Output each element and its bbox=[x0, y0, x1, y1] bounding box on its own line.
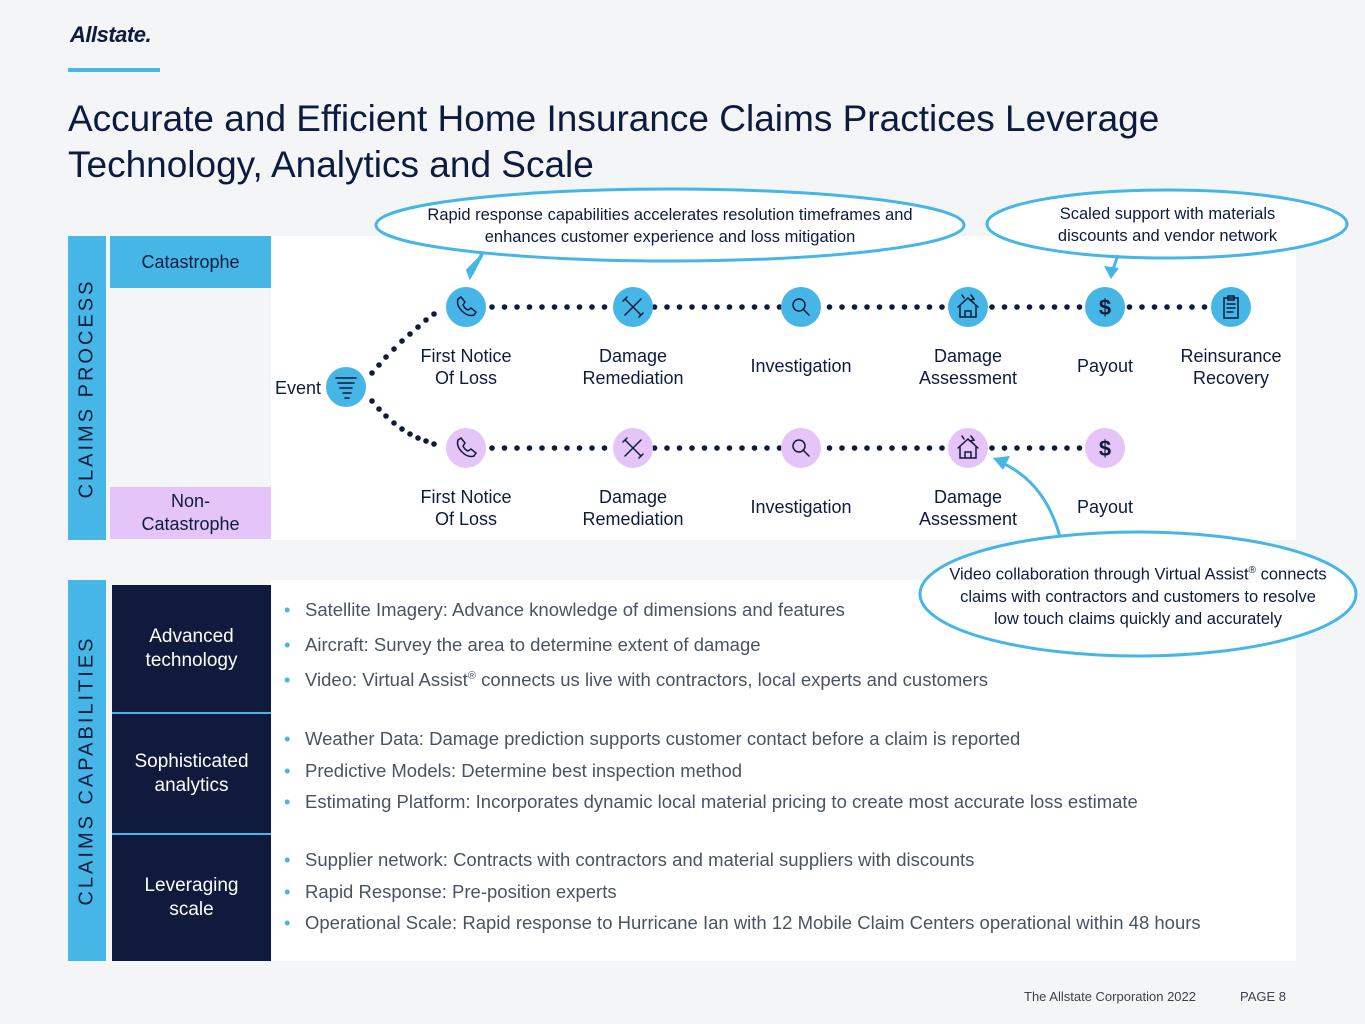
leveraging-scale-bullets: Supplier network: Contracts with contrac… bbox=[284, 849, 1201, 944]
sophisticated-analytics-tag: Sophisticated analytics bbox=[112, 714, 271, 833]
logo-underline bbox=[68, 68, 160, 72]
step-label-line: Assessment bbox=[918, 509, 1018, 529]
step-label-line: Damage bbox=[933, 346, 1003, 366]
scaled-support-callout-bubble bbox=[985, 188, 1349, 260]
svg-text:$: $ bbox=[1099, 295, 1111, 320]
sophisticated-analytics-bullets: Weather Data: Damage prediction supports… bbox=[284, 728, 1138, 823]
list-item: Satellite Imagery: Advance knowledge of … bbox=[284, 599, 988, 634]
video-callout-rest: connects claims with contractors and cus… bbox=[960, 565, 1327, 628]
claims-process-panel bbox=[271, 236, 1296, 540]
tools-icon bbox=[622, 296, 644, 318]
advanced-technology-tag: Advanced technology bbox=[112, 585, 271, 712]
registered-mark: ® bbox=[467, 669, 476, 682]
step-label-line: Recovery bbox=[1192, 368, 1270, 388]
step-label-line: Remediation bbox=[582, 509, 684, 529]
rapid-response-callout-bubble bbox=[374, 187, 966, 263]
event-label: Event bbox=[274, 378, 322, 398]
capability-divider bbox=[112, 833, 271, 835]
list-item: Supplier network: Contracts with contrac… bbox=[284, 849, 1201, 881]
claims-capabilities-label: CLAIMS CAPABILITIES bbox=[75, 635, 98, 906]
step-label-line: Of Loss bbox=[434, 509, 498, 529]
video-bullet-suffix: connects us live with contractors, local… bbox=[475, 669, 988, 690]
leveraging-scale-tag: Leveraging scale bbox=[112, 835, 271, 961]
step-label-line: Reinsurance bbox=[1180, 346, 1282, 366]
damaged-house-icon bbox=[957, 435, 979, 459]
step-label-line: First Notice bbox=[420, 487, 512, 507]
list-item: Rapid Response: Pre-position experts bbox=[284, 881, 1201, 913]
step-label-line: First Notice bbox=[420, 346, 512, 366]
catastrophe-step-node bbox=[948, 287, 988, 327]
non-catastrophe-step-node bbox=[446, 428, 486, 468]
list-item: Estimating Platform: Incorporates dynami… bbox=[284, 791, 1138, 823]
video-callout-bubble bbox=[918, 530, 1358, 658]
dollar-icon: $ bbox=[1099, 436, 1111, 461]
tools-icon bbox=[622, 437, 644, 459]
phone-icon bbox=[456, 436, 478, 458]
catastrophe-step-node bbox=[446, 287, 486, 327]
page-title: Accurate and Efficient Home Insurance Cl… bbox=[68, 98, 1160, 185]
catastrophe-step-node: $ bbox=[1085, 287, 1125, 327]
registered-mark: ® bbox=[1248, 565, 1257, 576]
step-label-line: Damage bbox=[598, 487, 668, 507]
phone-icon bbox=[456, 295, 478, 317]
catastrophe-step-node bbox=[613, 287, 653, 327]
video-callout-text: Video collaboration through Virtual Assi… bbox=[948, 560, 1328, 630]
non-catastrophe-step-node: $ bbox=[1085, 428, 1125, 468]
claims-process-sidebar: CLAIMS PROCESS bbox=[68, 236, 106, 540]
non-catastrophe-step-label: Payout bbox=[1076, 497, 1134, 517]
catastrophe-step-label: Investigation bbox=[750, 356, 852, 376]
allstate-logo: Allstate. bbox=[70, 22, 152, 47]
list-item: Video: Virtual Assist® connects us live … bbox=[284, 669, 988, 704]
tornado-icon bbox=[335, 377, 357, 399]
clipboard-icon bbox=[1223, 295, 1239, 319]
step-label-line: Of Loss bbox=[434, 368, 498, 388]
video-callout-bubble-svg bbox=[918, 530, 1358, 658]
rapid-response-callout-text: Rapid response capabilities accelerates … bbox=[427, 206, 913, 246]
damaged-house-icon bbox=[957, 294, 979, 318]
catastrophe-step-label: Payout bbox=[1076, 356, 1134, 376]
non-catastrophe-step-label: Investigation bbox=[750, 497, 852, 517]
video-callout-pointer bbox=[999, 460, 1062, 538]
magnifier-icon bbox=[792, 298, 810, 316]
capability-divider bbox=[112, 712, 271, 714]
claims-process-diagram: $ $ bbox=[326, 187, 1349, 538]
event-node bbox=[326, 367, 366, 407]
list-item: Predictive Models: Determine best inspec… bbox=[284, 760, 1138, 792]
list-item: Operational Scale: Rapid response to Hur… bbox=[284, 912, 1201, 944]
footer-page-number: PAGE 8 bbox=[1240, 989, 1287, 1004]
footer-corporation: The Allstate Corporation 2022 bbox=[1024, 989, 1196, 1004]
non-catastrophe-step-node bbox=[948, 428, 988, 468]
step-label-line: Damage bbox=[598, 346, 668, 366]
non-catastrophe-tag: Non-Catastrophe bbox=[110, 487, 271, 539]
step-label-line: Damage bbox=[933, 487, 1003, 507]
event-branch-lines bbox=[369, 311, 437, 447]
scaled-support-callout-text: Scaled support with materials discounts … bbox=[1057, 205, 1278, 245]
claims-capabilities-sidebar: CLAIMS CAPABILITIES bbox=[68, 580, 106, 961]
non-catastrophe-step-node bbox=[613, 428, 653, 468]
list-item: Weather Data: Damage prediction supports… bbox=[284, 728, 1138, 760]
step-label-line: Assessment bbox=[918, 368, 1018, 388]
video-callout-line1: Video collaboration through Virtual Assi… bbox=[949, 565, 1249, 584]
list-item: Aircraft: Survey the area to determine e… bbox=[284, 634, 988, 669]
advanced-technology-bullets: Satellite Imagery: Advance knowledge of … bbox=[284, 599, 988, 704]
catastrophe-tag: Catastrophe bbox=[110, 236, 271, 288]
magnifier-icon bbox=[792, 439, 810, 457]
dollar-icon: $ bbox=[1099, 295, 1111, 320]
catastrophe-step-node bbox=[1211, 287, 1251, 327]
step-label-line: Remediation bbox=[582, 368, 684, 388]
non-catastrophe-step-node bbox=[781, 428, 821, 468]
video-bullet-prefix: Video: Virtual Assist bbox=[305, 669, 468, 690]
svg-text:$: $ bbox=[1099, 436, 1111, 461]
catastrophe-step-node bbox=[781, 287, 821, 327]
